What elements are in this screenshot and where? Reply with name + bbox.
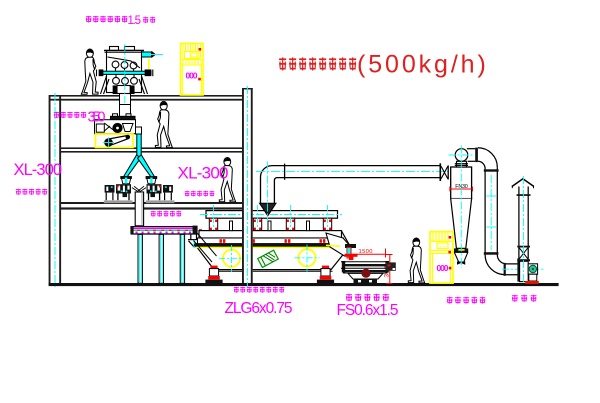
svg-text:FN30: FN30 bbox=[455, 184, 468, 190]
svg-text:(500kg/h): (500kg/h) bbox=[357, 51, 489, 79]
svg-text:XL-300: XL-300 bbox=[178, 164, 229, 183]
svg-text:1500: 1500 bbox=[359, 249, 373, 255]
svg-text:000: 000 bbox=[186, 71, 198, 81]
svg-text:350: 350 bbox=[88, 110, 106, 126]
svg-text:XL-300: XL-300 bbox=[14, 161, 63, 179]
svg-text:000: 000 bbox=[437, 263, 449, 273]
svg-text:~~: ~~ bbox=[439, 244, 445, 250]
svg-text:ZLG6x0.75: ZLG6x0.75 bbox=[225, 300, 293, 317]
svg-text:1.5: 1.5 bbox=[128, 15, 142, 27]
svg-text:FS0.6x1.5: FS0.6x1.5 bbox=[337, 302, 399, 319]
